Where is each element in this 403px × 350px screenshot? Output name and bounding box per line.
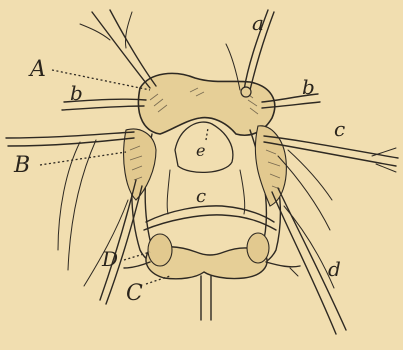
nerve-top-left-2 bbox=[110, 10, 156, 86]
nerve-c-lower-right bbox=[266, 262, 300, 267]
nerve-d-branch bbox=[284, 206, 334, 288]
nerve-c-right-tip-1 bbox=[372, 148, 396, 156]
label-B: B bbox=[13, 153, 30, 178]
label-d: d bbox=[328, 257, 341, 281]
label-b-right: b bbox=[302, 75, 315, 99]
nerve-b-left-2 bbox=[62, 106, 144, 110]
nerve-left-long-2 bbox=[8, 138, 134, 146]
nerve-top-left-branch-2 bbox=[80, 24, 110, 40]
nerve-left-descending-3 bbox=[84, 200, 128, 286]
label-C: C bbox=[126, 281, 143, 306]
inner-frame-left bbox=[167, 170, 170, 214]
nerve-a-node bbox=[241, 87, 251, 97]
left-lobe-d bbox=[148, 234, 172, 266]
label-a: a bbox=[252, 11, 264, 35]
leader-B bbox=[40, 152, 126, 165]
right-lobe bbox=[247, 233, 269, 263]
label-b-left: b bbox=[70, 81, 83, 105]
nerve-left-branch-down bbox=[58, 142, 80, 250]
label-D: D bbox=[101, 247, 118, 271]
nerve-d bbox=[272, 192, 336, 334]
label-e: e bbox=[196, 141, 205, 160]
label-c-center: c bbox=[196, 186, 206, 207]
inner-frame-right bbox=[240, 170, 245, 214]
nerve-c-lower-left bbox=[124, 262, 150, 268]
label-A: A bbox=[28, 57, 46, 82]
nerve-top-left-1 bbox=[92, 12, 150, 88]
nerve-left-long-1 bbox=[6, 132, 134, 138]
commissure-c-lower bbox=[144, 215, 276, 230]
nerve-c-lower-right-tip bbox=[290, 268, 298, 276]
left-side-ganglion bbox=[124, 129, 156, 200]
commissure-c bbox=[146, 206, 274, 222]
label-c-right: c bbox=[334, 117, 345, 141]
leader-A bbox=[52, 70, 150, 90]
